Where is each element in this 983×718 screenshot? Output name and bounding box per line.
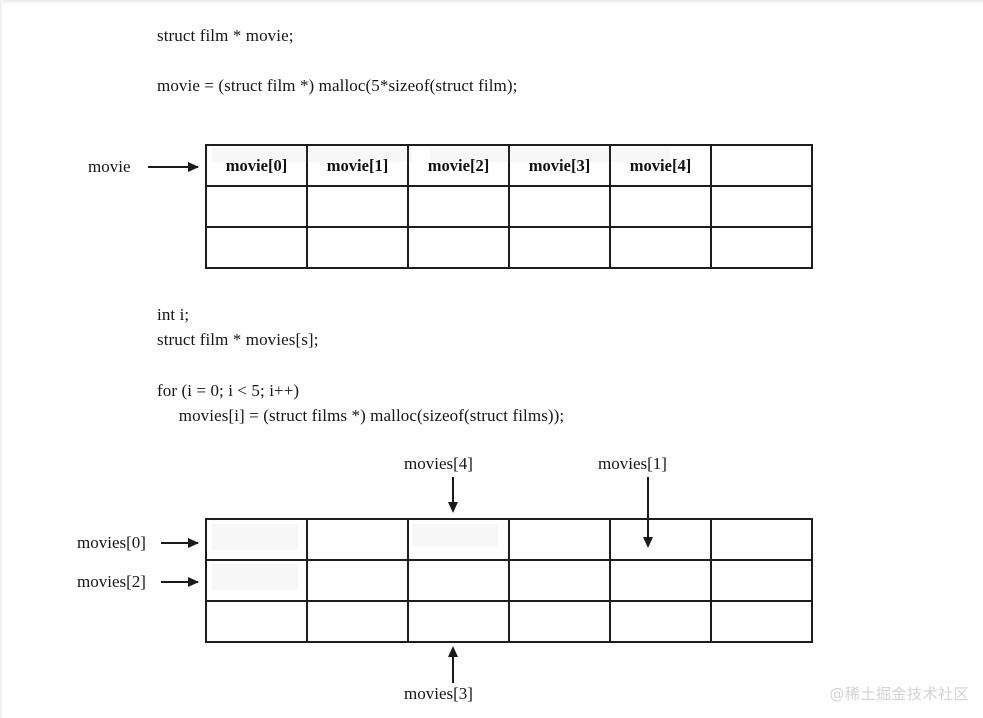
cell-movie-3: movie[3] bbox=[508, 144, 611, 187]
cell-blank bbox=[407, 559, 510, 602]
table-row bbox=[205, 559, 813, 602]
code-line-declare-i: int i; bbox=[157, 305, 190, 324]
cell-blank bbox=[508, 226, 611, 269]
pointer-label-movie: movie bbox=[88, 157, 131, 176]
cell-blank bbox=[508, 185, 611, 228]
cell-blank bbox=[407, 518, 510, 561]
table-row bbox=[205, 600, 813, 643]
cell-blank bbox=[710, 600, 813, 643]
cell-blank bbox=[205, 226, 308, 269]
cell-blank bbox=[710, 518, 813, 561]
scan-edge-top bbox=[0, 0, 983, 4]
cell-movie-0: movie[0] bbox=[205, 144, 308, 187]
code-line-for-loop: for (i = 0; i < 5; i++) bbox=[157, 381, 300, 400]
arrow-right-icon-movie bbox=[148, 162, 199, 172]
cell-blank bbox=[407, 185, 510, 228]
arrow-right-icon-movies-0 bbox=[161, 538, 199, 548]
code-line-declare-movie: struct film * movie; bbox=[157, 26, 294, 45]
watermark: @稀土掘金技术社区 bbox=[829, 685, 969, 703]
cell-blank bbox=[710, 559, 813, 602]
cell-blank bbox=[508, 518, 611, 561]
cell-blank bbox=[710, 226, 813, 269]
cell-blank bbox=[306, 226, 409, 269]
memory-table-pointer-array bbox=[205, 518, 813, 643]
cell-blank bbox=[508, 559, 611, 602]
table-row: movie[0] movie[1] movie[2] movie[3] movi… bbox=[205, 144, 813, 187]
annotation-label-movies-1: movies[1] bbox=[598, 454, 667, 473]
cell-blank bbox=[609, 185, 712, 228]
table-row bbox=[205, 185, 813, 228]
code-line-malloc-movie: movie = (struct film *) malloc(5*sizeof(… bbox=[157, 76, 518, 95]
table-row bbox=[205, 226, 813, 269]
cell-blank bbox=[205, 600, 308, 643]
memory-table-contiguous: movie[0] movie[1] movie[2] movie[3] movi… bbox=[205, 144, 813, 269]
arrow-down-icon-movies-4 bbox=[448, 477, 457, 513]
annotation-label-movies-2: movies[2] bbox=[77, 572, 146, 591]
table-row bbox=[205, 518, 813, 561]
cell-movie-empty bbox=[710, 144, 813, 187]
annotation-label-movies-4: movies[4] bbox=[404, 454, 473, 473]
cell-blank bbox=[407, 226, 510, 269]
cell-blank bbox=[306, 559, 409, 602]
arrow-up-icon-movies-3 bbox=[448, 646, 457, 683]
cell-blank bbox=[710, 185, 813, 228]
annotation-label-movies-3: movies[3] bbox=[404, 684, 473, 703]
cell-blank bbox=[508, 600, 611, 643]
cell-blank bbox=[407, 600, 510, 643]
cell-movie-4: movie[4] bbox=[609, 144, 712, 187]
cell-blank bbox=[609, 518, 712, 561]
cell-blank bbox=[609, 559, 712, 602]
cell-blank bbox=[306, 518, 409, 561]
annotation-label-movies-0: movies[0] bbox=[77, 533, 146, 552]
cell-movie-2: movie[2] bbox=[407, 144, 510, 187]
cell-blank bbox=[205, 185, 308, 228]
code-line-malloc-each: movies[i] = (struct films *) malloc(size… bbox=[157, 406, 565, 425]
cell-blank bbox=[205, 518, 308, 561]
cell-blank bbox=[306, 600, 409, 643]
scan-edge-left bbox=[0, 0, 3, 718]
cell-blank bbox=[609, 600, 712, 643]
cell-blank bbox=[609, 226, 712, 269]
cell-blank bbox=[205, 559, 308, 602]
cell-movie-1: movie[1] bbox=[306, 144, 409, 187]
arrow-right-icon-movies-2 bbox=[161, 577, 199, 587]
cell-blank bbox=[306, 185, 409, 228]
code-line-declare-movies-array: struct film * movies[s]; bbox=[157, 330, 319, 349]
